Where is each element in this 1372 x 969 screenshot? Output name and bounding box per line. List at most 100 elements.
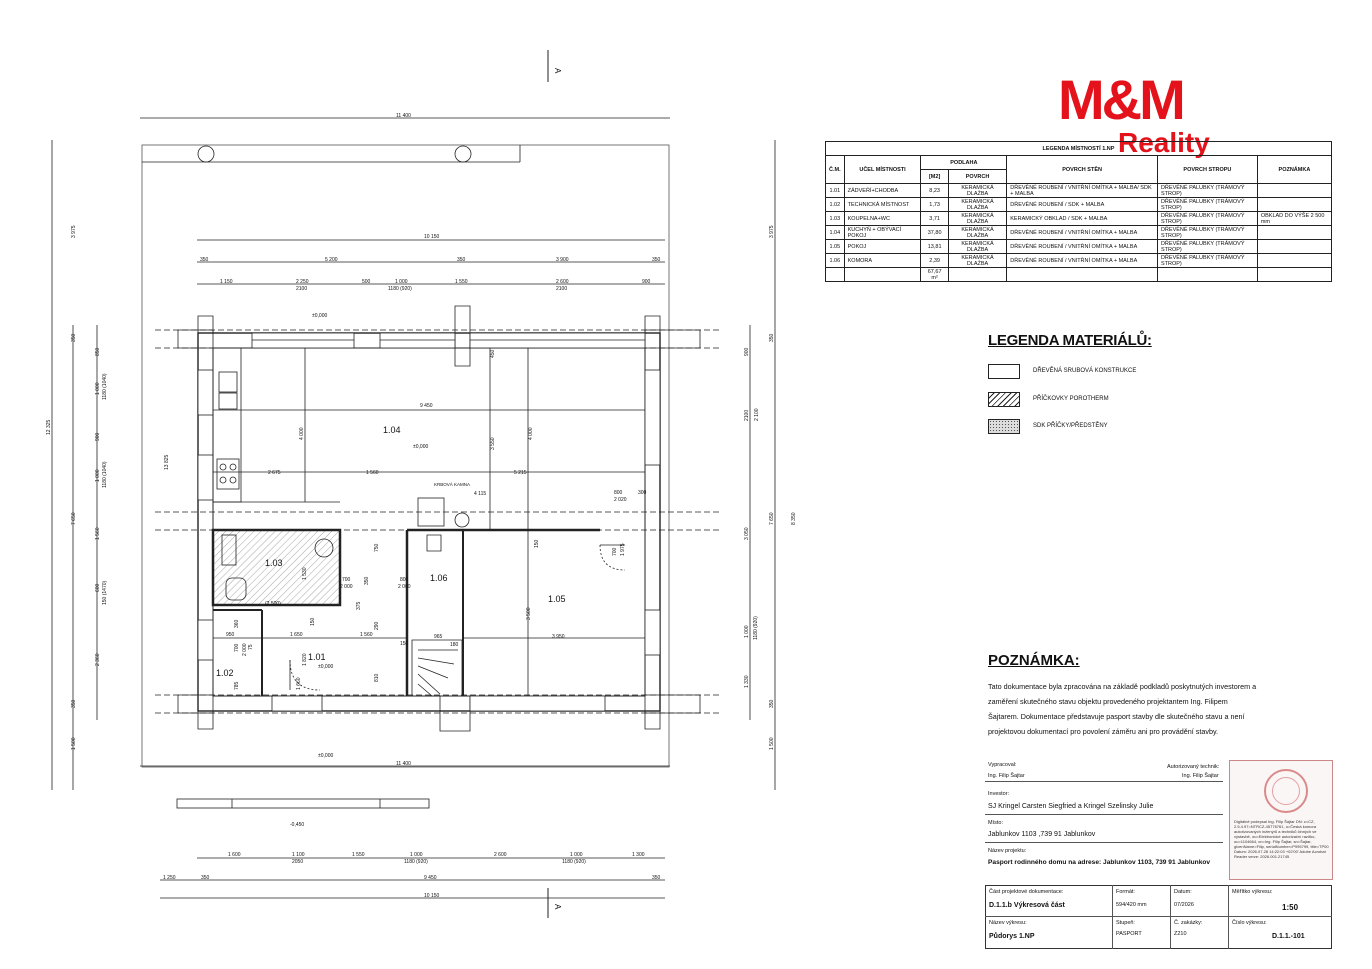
dim-label: 700 [612, 547, 618, 556]
cell [825, 267, 845, 282]
investor-label: Investor: [988, 791, 1010, 797]
format: 594/420 mm [1116, 902, 1147, 908]
dim-label: 350 [652, 257, 661, 263]
cell: 1.04 [825, 225, 845, 240]
dim-label: 2 000 [340, 584, 353, 590]
place: Jablunkov 1103 ,739 91 Jablunkov [988, 831, 1096, 838]
dim-label: 1 300 [632, 852, 645, 858]
level-mark: ±0,000 [318, 753, 333, 759]
dim-label: 290 [374, 621, 380, 630]
auth-name: Ing. Filip Šajtar [1182, 773, 1219, 779]
col-header: POZNÁMKA [1256, 155, 1333, 184]
level-mark: ±0,000 [318, 664, 333, 670]
investor: SJ Kringel Carsten Siegfried a Kringel S… [988, 803, 1154, 810]
note-title: POZNÁMKA: [988, 652, 1080, 669]
table-row: 1.05 POKOJ 13,81 KERAMICKÁ DLAŽBA DŘEVĚN… [825, 239, 1333, 254]
cell [1256, 267, 1333, 282]
dim-label: 1 820 [302, 653, 308, 666]
table-row: 1.03 KOUPELNA+WC 3,71 KERAMICKÁ DLAŽBA K… [825, 211, 1333, 226]
room-legend-table: LEGENDA MÍSTNOSTÍ 1.NP Č.M. UČEL MÍSTNOS… [825, 141, 1333, 282]
dim-label: 2100 [744, 410, 750, 421]
dim-label: 1 000 [95, 382, 101, 395]
project: Pasport rodinného domu na adrese: Jablun… [988, 859, 1211, 866]
dim-label: 2 000 [242, 643, 248, 656]
table-row: 67,67 m² [825, 267, 1333, 282]
cell [1156, 267, 1258, 282]
dim-label: 2 020 [614, 497, 627, 503]
cell [1256, 239, 1333, 254]
material-label: PŘÍČKOVKY POROTHERM [1033, 396, 1109, 402]
dim-label: 350 [364, 576, 370, 585]
total-area: 67,67 m² [920, 267, 949, 282]
cell: DŘEVĚNÉ ROUBENÍ / VNITŘNÍ OMÍTKA + MALBA [1006, 253, 1158, 268]
level-mark: ±0,000 [413, 444, 428, 450]
cell: KERAMICKÁ DLAŽBA [947, 225, 1008, 240]
dim-label: 1 000 [95, 469, 101, 482]
dim-label: 350 [201, 875, 210, 881]
dim-label: 1 000 [744, 625, 750, 638]
dim-label: 11 400 [396, 761, 411, 767]
dim-label: 9 450 [420, 403, 433, 409]
dim-label: 2 100 [754, 408, 760, 421]
dim-label: 75 [248, 644, 254, 650]
dim-label: 2100 [556, 286, 567, 292]
place-label: Místo: [988, 820, 1003, 826]
room-label-102: 1.02 [216, 668, 234, 678]
dim-label: 350 [769, 699, 775, 708]
table-row: 1.06 KOMORA 2,39 KERAMICKÁ DLAŽBA DŘEVĚN… [825, 253, 1333, 268]
dim-label: 350 [769, 333, 775, 342]
dim-label: 1180 (920) [388, 286, 412, 292]
dim-label: 965 [434, 634, 443, 640]
dim-label: 12 325 [46, 419, 52, 435]
cell: DŘEVĚNÉ PALUBKY (TRÁMOVÝ STROP) [1156, 253, 1258, 268]
dim-label: 4 115 [474, 491, 486, 497]
dim-label: 2 250 [296, 279, 309, 285]
scale: 1:50 [1282, 903, 1299, 912]
dim-label: 2 000 [398, 584, 411, 590]
cell [1256, 225, 1333, 240]
cell: 1.02 [825, 197, 845, 212]
cell: 3,71 [920, 211, 949, 226]
dim-label: 1 000 [395, 279, 408, 285]
materials-title: LEGENDA MATERIÁLŮ: [988, 332, 1152, 349]
dim-label: 1 550 [455, 279, 468, 285]
dim-label: 1180 (920) [404, 859, 428, 865]
room-label-103: 1.03 [265, 558, 283, 568]
col-header: Č.M. [825, 155, 845, 184]
col-header: PODLAHA [920, 155, 1008, 170]
material-label: DŘEVĚNÁ SRUBOVÁ KONSTRUKCE [1033, 368, 1137, 374]
dim-label: 900 [642, 279, 651, 285]
dim-label: 350 [652, 875, 661, 881]
cell [843, 267, 922, 282]
authorization-stamp: Digitálně podepsal Ing. Filip Šajtar DN:… [1229, 760, 1333, 880]
material-swatch-wood [988, 364, 1020, 379]
dim-label: 800 [400, 577, 409, 583]
dim-label: 150 [310, 617, 316, 626]
dim-label: 1180 (920) [562, 859, 586, 865]
seal-inner-icon [1272, 777, 1300, 805]
cell: 1.03 [825, 211, 845, 226]
logo-mark: M&M [1058, 68, 1186, 131]
dim-label: 3 900 [556, 257, 569, 263]
cell [1006, 267, 1158, 282]
number-label: Číslo výkresu: [1232, 920, 1267, 926]
prepared-label: Vypracoval: [988, 762, 1017, 768]
stage-label: Stupeň: [1116, 920, 1135, 926]
dim-label: 3 500 [526, 607, 532, 620]
seal-icon [1264, 769, 1308, 813]
dim-label: 9 450 [424, 875, 437, 881]
cell: 1,73 [920, 197, 949, 212]
cell: KOUPELNA+WC [843, 211, 922, 226]
prepared-name: Ing. Filip Šajtar [988, 773, 1025, 779]
col-header: POVRCH [947, 169, 1008, 184]
material-swatch-porotherm [988, 392, 1020, 407]
material-label: SDK PŘÍČKY/PŘEDSTĚNY [1033, 423, 1108, 429]
dim-label: 350 [71, 699, 77, 708]
dim-label: 700 [342, 577, 351, 583]
cell: KERAMICKÝ OBKLAD / SDK + MALBA [1006, 211, 1158, 226]
dim-label: 3 550 [490, 437, 496, 450]
dim-label: 800 [614, 490, 623, 496]
room-label-104: 1.04 [383, 425, 401, 435]
dim-label: 700 [234, 643, 240, 652]
